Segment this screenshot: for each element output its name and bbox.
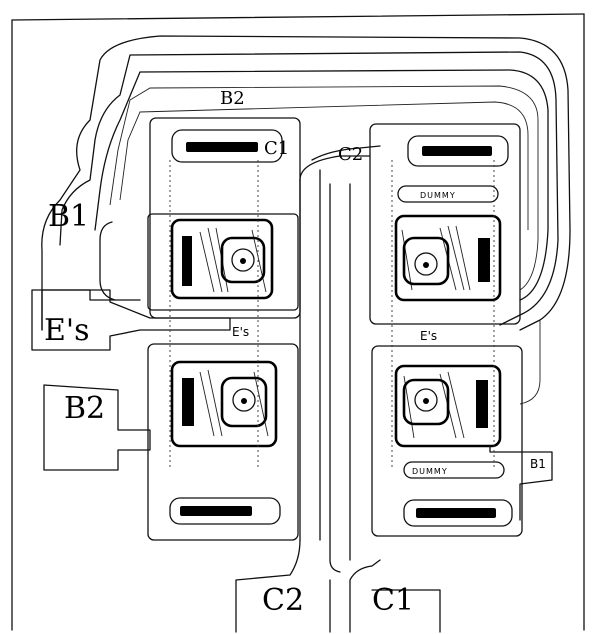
label-dummy-top: DUMMY — [420, 191, 456, 200]
collector-bar — [186, 142, 258, 152]
c1-bottom-pad — [371, 589, 441, 633]
transistor-cell-top-right — [369, 123, 521, 325]
label-b1-right: B1 — [530, 457, 546, 471]
c1-bottom-pad-left — [349, 559, 381, 633]
emitter-dot — [240, 258, 246, 264]
right-routing-trace — [519, 320, 541, 405]
base-contact — [478, 238, 490, 282]
label-es-mid-right: E's — [420, 329, 437, 343]
label-es-mid-left: E's — [232, 325, 249, 339]
c2-bottom-pad — [235, 539, 301, 633]
emitter-dot — [423, 262, 429, 268]
base-contact — [182, 378, 194, 426]
dummy-bottom-box — [403, 461, 505, 479]
collector-bar — [416, 508, 496, 518]
center-bus-traces — [299, 145, 381, 573]
base-contact — [182, 236, 192, 286]
label-c1-top: C1 — [264, 138, 289, 159]
dashed-guides — [169, 160, 495, 470]
collector-bar — [180, 506, 252, 516]
transistor-cell-bottom-right — [371, 345, 523, 537]
label-c2-top: C2 — [338, 144, 363, 165]
label-b1-left: B1 — [48, 199, 89, 234]
b1-right-lead — [489, 445, 553, 521]
collector-bar — [422, 146, 492, 156]
dummy-top-box — [397, 185, 499, 203]
emitter-dot — [241, 398, 247, 404]
label-es-left: E's — [44, 313, 90, 348]
page-top-edge — [11, 13, 585, 21]
label-dummy-bottom: DUMMY — [412, 467, 448, 476]
b2-left-pad — [43, 384, 151, 471]
label-c2-bottom: C2 — [262, 583, 304, 618]
label-b2-top: B2 — [220, 88, 245, 109]
label-b2-left: B2 — [64, 391, 105, 426]
base-contact — [476, 380, 488, 428]
outer-routing-traces — [41, 35, 571, 331]
label-c1-bottom: C1 — [372, 583, 414, 618]
es-left-pad — [31, 289, 231, 351]
transistor-cell-bottom-left — [147, 343, 299, 541]
emitter-dot — [423, 398, 429, 404]
